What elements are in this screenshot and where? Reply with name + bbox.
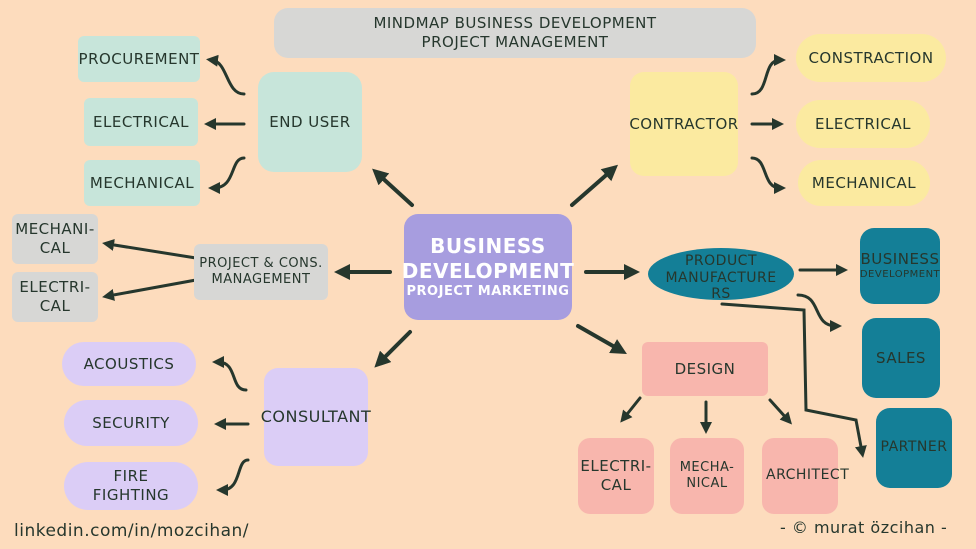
- acoustics-node[interactable]: ACOUSTICS: [62, 342, 196, 386]
- procurement-node[interactable]: PROCUREMENT: [78, 36, 200, 82]
- design-electrical-node[interactable]: ELECTRI- CAL: [578, 438, 654, 514]
- center-line-3: PROJECT MARKETING: [406, 283, 570, 299]
- bd-line-1: BUSINESS: [860, 250, 940, 269]
- title-line-2: PROJECT MANAGEMENT: [421, 33, 609, 51]
- design-node[interactable]: DESIGN: [642, 342, 768, 396]
- sales-node[interactable]: SALES: [862, 318, 940, 398]
- partner-node[interactable]: PARTNER: [876, 408, 952, 488]
- design-mechanical-node[interactable]: MECHA- NICAL: [670, 438, 744, 514]
- product-node[interactable]: [648, 248, 794, 300]
- project-cons-node[interactable]: PROJECT & CONS. MANAGEMENT: [194, 244, 328, 300]
- pc-mechanical-node[interactable]: MECHANI- CAL: [12, 214, 98, 264]
- credit-text: - © murat özcihan -: [780, 518, 948, 537]
- title-banner: MINDMAP BUSINESS DEVELOPMENT PROJECT MAN…: [274, 8, 756, 58]
- arrow-to-consultant: [374, 330, 412, 368]
- center-node[interactable]: BUSINESS DEVELOPMENT PROJECT MARKETING: [401, 214, 575, 320]
- architect-node[interactable]: ARCHITECT: [762, 438, 849, 514]
- contractor-node[interactable]: CONTRACTOR: [629, 72, 738, 176]
- center-line-1: BUSINESS: [430, 233, 546, 258]
- contractor-electrical-node[interactable]: ELECTRICAL: [796, 100, 930, 148]
- constraction-node[interactable]: CONSTRACTION: [796, 34, 946, 82]
- center-line-2: DEVELOPMENT: [401, 258, 575, 283]
- pc-electrical-node[interactable]: ELECTRI- CAL: [12, 272, 98, 322]
- end-user-mechanical-node[interactable]: MECHANICAL: [84, 160, 200, 206]
- end-user-node[interactable]: END USER: [258, 72, 362, 172]
- end-user-electrical-node[interactable]: ELECTRICAL: [84, 98, 198, 146]
- arrow-to-design: [576, 324, 627, 354]
- title-line-1: MINDMAP BUSINESS DEVELOPMENT: [373, 14, 657, 33]
- business-development-node[interactable]: BUSINESS DEVELOPMENT: [860, 228, 940, 304]
- linkedin-link[interactable]: linkedin.com/in/mozcihan/: [14, 521, 250, 542]
- contractor-mechanical-node[interactable]: MECHANICAL: [798, 160, 930, 206]
- security-node[interactable]: SECURITY: [64, 400, 198, 446]
- arrow-to-end-user: [372, 168, 414, 207]
- bd-line-2: DEVELOPMENT: [859, 269, 941, 281]
- fire-fighting-node[interactable]: FIRE FIGHTING: [64, 462, 198, 510]
- product-label: PRODUCT MANUFACTURE RS: [665, 252, 777, 303]
- consultant-node[interactable]: CONSULTANT: [261, 368, 371, 466]
- arrow-to-contractor: [570, 164, 619, 207]
